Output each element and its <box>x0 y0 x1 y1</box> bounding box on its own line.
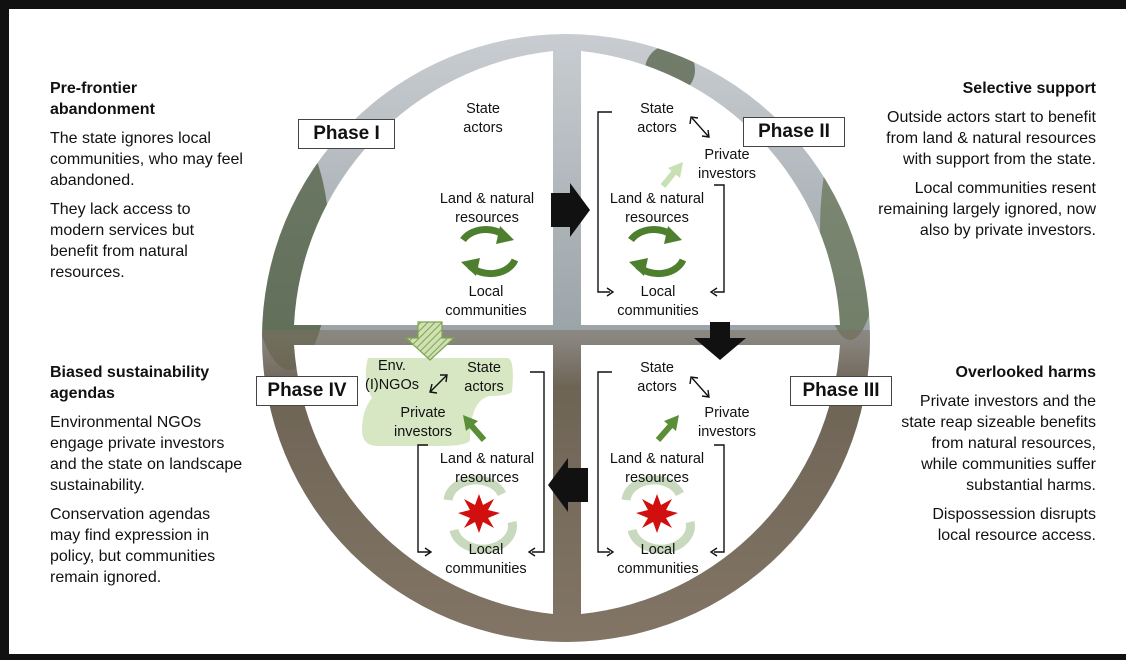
quadrant-phase-2 <box>581 51 840 325</box>
phase-2-paragraph: Local communities resent remaining large… <box>878 180 1096 239</box>
local-communities-label: Local communities <box>445 284 527 319</box>
phase-2-description: Selective support Outside actors start t… <box>868 78 1096 249</box>
private-investors-label: Private investors <box>697 405 757 440</box>
flow-lines-phase-3 <box>597 371 725 557</box>
env-ngos-label: Env. (I)NGOs <box>365 358 419 393</box>
quadrant-phase-1 <box>294 51 553 325</box>
phase-1-description: Pre-frontier abandonment The state ignor… <box>50 78 280 291</box>
transition-arrow-3-to-4 <box>548 458 588 512</box>
resource-cycle-phase-1 <box>460 226 519 278</box>
phase-1-heading: Pre-frontier abandonment <box>50 80 155 118</box>
phase-4-paragraph: Conservation agendas may find expression… <box>50 506 216 586</box>
phase-2-label: Phase II <box>743 117 845 147</box>
transition-arrow-1-to-2 <box>551 183 590 237</box>
private-investors-label: Private investors <box>697 147 757 182</box>
light-arrow-phase-2 <box>668 162 683 178</box>
phase-2-paragraph: Outside actors start to benefit from lan… <box>886 109 1096 168</box>
phase-4-paragraph: Environmental NGOs engage private invest… <box>50 414 243 494</box>
disrupted-cycle-phase-3 <box>621 475 695 554</box>
local-communities-label: Local communities <box>445 542 527 577</box>
local-communities-label: Local communities <box>617 284 699 319</box>
phase-4-description: Biased sustainability agendas Environmen… <box>50 362 255 596</box>
flow-lines-phase-4 <box>417 371 545 557</box>
phase-1-label: Phase I <box>298 119 395 149</box>
phase-2-heading: Selective support <box>962 80 1096 97</box>
state-actors-label: State actors <box>463 101 503 136</box>
local-communities-label: Local communities <box>617 542 699 577</box>
disrupted-cycle-phase-4 <box>443 475 517 554</box>
state-actors-label: State actors <box>464 360 504 395</box>
phase-3-heading: Overlooked harms <box>955 364 1097 381</box>
phase-3-paragraph: Dispossession disrupts local resource ac… <box>932 506 1096 544</box>
phase-3-description: Overlooked harms Private investors and t… <box>896 362 1096 554</box>
arrow-resources-to-investors-3 <box>664 415 679 431</box>
phase-1-paragraph: The state ignores local communities, who… <box>50 130 243 189</box>
state-actors-label: State actors <box>637 360 677 395</box>
phase-3-paragraph: Private investors and the state reap siz… <box>901 393 1096 494</box>
phase-1-paragraph: They lack access to modern services but … <box>50 201 195 281</box>
transition-arrow-4-to-1 <box>404 321 456 361</box>
phase-4-heading: Biased sustainability agendas <box>50 364 210 402</box>
transition-arrow-2-to-3 <box>694 322 746 360</box>
land-resources-label: Land & natural resources <box>609 451 705 486</box>
private-investors-label: Private investors <box>393 405 453 440</box>
land-resources-label: Land & natural resources <box>439 451 535 486</box>
land-resources-label: Land & natural resources <box>609 191 705 226</box>
land-resources-label: Land & natural resources <box>439 191 535 226</box>
state-actors-label: State actors <box>637 101 677 136</box>
phase-4-label: Phase IV <box>256 376 358 406</box>
phase-3-label: Phase III <box>790 376 892 406</box>
arrow-resources-to-investors-4 <box>463 415 478 431</box>
ngo-highlight-area <box>362 358 513 446</box>
resource-cycle-phase-2 <box>628 226 687 278</box>
flow-lines-phase-2 <box>597 111 725 297</box>
